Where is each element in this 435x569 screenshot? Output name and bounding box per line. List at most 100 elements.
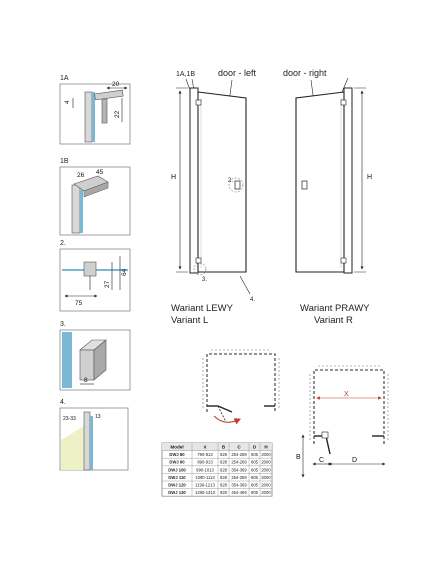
table-cell: 905	[251, 490, 259, 495]
detail-4-label: 4.	[60, 399, 66, 406]
profile	[83, 411, 91, 471]
detail-1a: 1A 20 4 22	[59, 75, 131, 145]
table-cell: 254-269	[231, 475, 247, 480]
variant-right-en: Variant R	[314, 315, 353, 326]
table-cell: 1290-1313	[195, 490, 216, 495]
table-cell: 254-269	[231, 452, 247, 457]
callout-4: 4.	[250, 297, 255, 303]
dim-h-right: H	[367, 174, 372, 181]
table-cell: 454-469	[231, 490, 247, 495]
table-cell: 628	[220, 467, 228, 472]
table-cell: 2000	[261, 452, 271, 457]
callout-3: 3.	[202, 277, 207, 283]
glass-edge	[90, 416, 93, 470]
dim-64: 64	[121, 268, 128, 276]
door-leaf-plan	[217, 405, 233, 413]
table-cell: 828	[220, 475, 228, 480]
glass-edge	[92, 92, 95, 142]
fixed-panel	[189, 87, 199, 274]
table-frame	[161, 442, 273, 497]
dim-8: 8	[84, 377, 88, 384]
table-cell: 605	[251, 467, 259, 472]
fixed-panel	[343, 87, 353, 274]
right-door-elevation: door - right H Wariant PRAWY Variant R	[283, 68, 372, 326]
stabilizer-bar	[94, 89, 124, 101]
table-cell: 2000	[261, 490, 271, 495]
dim-27: 27	[104, 280, 111, 288]
dim-20: 20	[112, 81, 120, 88]
detail-2: 2. 27 64 75	[59, 240, 131, 312]
table-cell: DWJ 80	[169, 452, 185, 457]
table-header-bg	[162, 443, 272, 451]
detail-1b-frame	[59, 166, 131, 236]
detail-2-frame	[59, 248, 131, 312]
table-cell: 354-369	[231, 467, 247, 472]
detail-2-label: 2.	[60, 240, 66, 247]
profile	[84, 91, 93, 143]
callout-1a-1b: 1A,1B	[176, 71, 195, 78]
detail-3: 3. 8	[59, 321, 131, 391]
table-cell: 790-813	[197, 452, 213, 457]
table-cell: 805	[251, 482, 259, 487]
table-cell: 928	[220, 490, 228, 495]
variant-left-en: Variant L	[171, 315, 208, 326]
table-header-cell: C	[237, 444, 241, 449]
door-handle	[301, 180, 308, 190]
dim-4: 4	[64, 100, 71, 104]
table-cell: 2000	[261, 482, 271, 487]
table-cell: 505	[251, 452, 259, 457]
table-header-cell: B	[222, 444, 226, 449]
glass-edge	[80, 190, 83, 233]
seal-side	[93, 339, 107, 381]
dim-c: C	[319, 457, 324, 464]
leader-line	[341, 77, 349, 93]
table-cell: 1190-1213	[195, 482, 215, 487]
door-leaf-plan	[325, 435, 331, 455]
table-cell: 828	[220, 482, 228, 487]
profile	[71, 184, 81, 234]
table-cell: 2000	[261, 460, 271, 465]
left-door-title: door - left	[218, 68, 257, 78]
detail-4: 4. 23-33 13	[59, 399, 129, 471]
seal-profile	[79, 349, 95, 381]
detail-circle	[193, 262, 207, 276]
door-handle	[234, 180, 241, 190]
table-cell: 254-269	[231, 460, 247, 465]
hinge-top	[340, 99, 347, 106]
door-leaf	[295, 91, 345, 273]
dim-26: 26	[77, 172, 85, 179]
dim-45: 45	[96, 169, 104, 176]
floor-area	[61, 426, 84, 470]
detail-1a-label: 1A	[60, 75, 69, 82]
variant-left-pl: Wariant LEWY	[171, 303, 234, 314]
detail-1b: 1B 26 45	[59, 158, 131, 236]
dim-h-left: H	[171, 174, 176, 181]
hinge-top	[195, 99, 202, 106]
dim-b: B	[296, 454, 301, 461]
door-leaf	[197, 91, 247, 273]
table-cell: 1090-1113	[195, 475, 215, 480]
right-door-title: door - right	[283, 68, 327, 78]
detail-3-label: 3.	[60, 321, 66, 328]
dim-d: D	[352, 457, 357, 464]
hinge-bottom	[195, 257, 202, 264]
table-cell: 990-1013	[196, 467, 214, 472]
table-cell: 2000	[261, 467, 271, 472]
plan-view-dimensions: X B C D	[296, 365, 389, 478]
plan-view-swing	[202, 349, 280, 425]
table-cell: DWJ 120	[168, 482, 186, 487]
dim-23-33: 23-33	[63, 416, 76, 422]
dim-x: X	[344, 391, 349, 398]
left-door-elevation: 1A,1B door - left 2. 3. 4. H Wariant LEW…	[171, 68, 257, 326]
table-cell: 605	[251, 460, 259, 465]
detail-1b-label: 1B	[60, 158, 69, 165]
dim-22: 22	[114, 110, 121, 118]
table-cell: DWJ 90	[169, 460, 185, 465]
wall-outline	[313, 369, 385, 444]
detail-circle	[228, 177, 244, 193]
table-cell: 354-369	[231, 482, 247, 487]
clamp	[101, 98, 108, 124]
table-header-cell: Model	[170, 444, 183, 449]
leader-line	[185, 78, 191, 91]
